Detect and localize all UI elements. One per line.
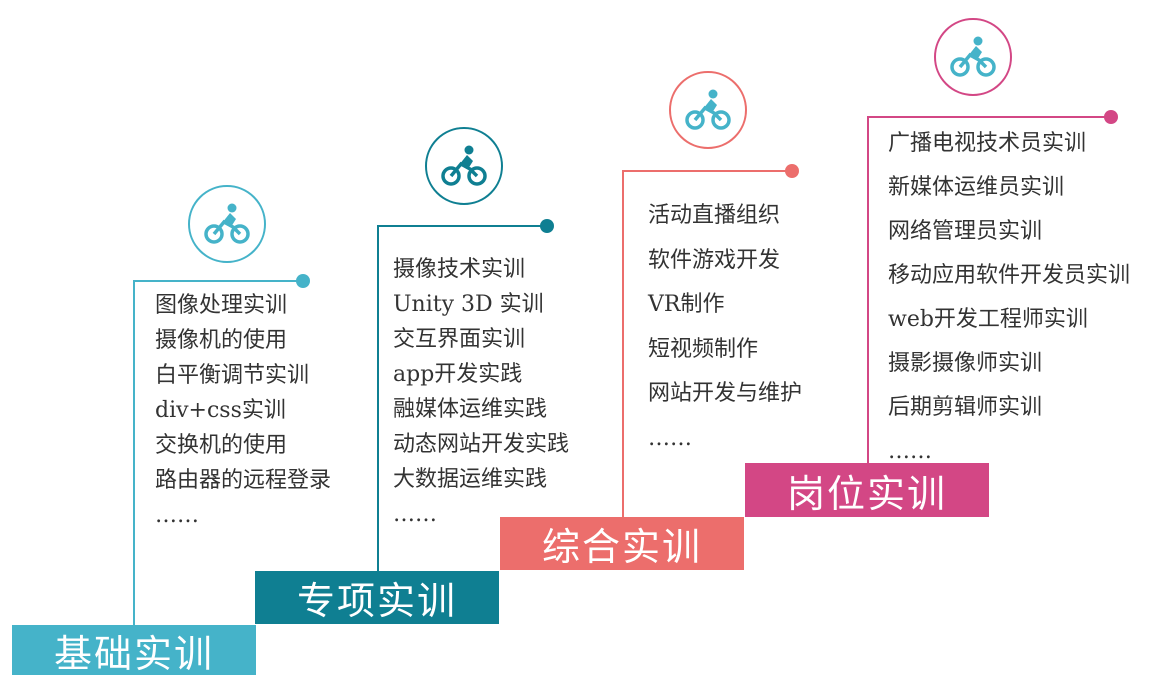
list-item: ……: [155, 503, 199, 528]
list-item: 短视频制作: [648, 336, 759, 362]
list-item: ……: [888, 439, 932, 464]
stage-item-list: 摄像技术实训 Unity 3D 实训 交互界面实训 app开发实践 融媒体运维实…: [393, 252, 569, 532]
connector-vertical: [133, 281, 135, 626]
stage-item-list: 图像处理实训 摄像机的使用 白平衡调节实训 div+css实训 交换机的使用 路…: [155, 288, 331, 533]
stage-title: 专项实训: [255, 571, 499, 624]
stage-item-list: 广播电视技术员实训 新媒体运维员实训 网络管理员实训 移动应用软件开发员实训 w…: [888, 122, 1130, 474]
connector-horizontal: [622, 170, 792, 172]
connector-dot: [296, 274, 310, 288]
connector-dot: [1104, 110, 1118, 124]
cyclist-icon: [425, 127, 503, 205]
list-item: 交互界面实训: [393, 327, 526, 352]
list-item: 网络管理员实训: [888, 219, 1043, 244]
connector-vertical: [867, 117, 869, 465]
connector-vertical: [622, 171, 624, 519]
stage-title: 基础实训: [12, 625, 256, 676]
stage-title: 综合实训: [500, 517, 744, 570]
connector-dot: [785, 164, 799, 178]
list-item: 移动应用软件开发员实训: [888, 263, 1131, 288]
list-item: ……: [393, 502, 437, 527]
list-item: 摄影摄像师实训: [888, 351, 1043, 376]
list-item: 后期剪辑师实训: [888, 395, 1043, 420]
list-item: 活动直播组织: [648, 203, 781, 228]
list-item: div+css实训: [155, 398, 286, 423]
list-item: 交换机的使用: [155, 433, 288, 458]
list-item: 白平衡调节实训: [155, 363, 310, 388]
list-item: app开发实践: [393, 362, 523, 387]
list-item: ……: [648, 425, 692, 451]
cyclist-icon: [188, 185, 266, 263]
list-item: 图像处理实训: [155, 293, 288, 318]
stage-title: 岗位实训: [745, 463, 989, 517]
connector-horizontal: [377, 225, 547, 227]
list-item: 新媒体运维员实训: [888, 175, 1065, 200]
list-item: 融媒体运维实践: [393, 397, 548, 422]
list-item: Unity 3D 实训: [393, 292, 544, 317]
connector-horizontal: [867, 116, 1112, 118]
list-item: 网站开发与维护: [648, 381, 803, 407]
list-item: 广播电视技术员实训: [888, 131, 1087, 156]
stage-item-list: 活动直播组织 软件游戏开发 VR制作 短视频制作 网站开发与维护 ……: [648, 194, 802, 462]
list-item: 动态网站开发实践: [393, 432, 570, 457]
connector-dot: [540, 219, 554, 233]
list-item: VR制作: [648, 292, 725, 318]
cyclist-icon: [934, 18, 1012, 96]
list-item: 软件游戏开发: [648, 247, 781, 273]
cyclist-icon: [669, 71, 747, 149]
list-item: 路由器的远程登录: [155, 468, 332, 493]
list-item: 摄像技术实训: [393, 257, 526, 282]
list-item: 大数据运维实践: [393, 467, 548, 492]
connector-horizontal: [133, 280, 303, 282]
connector-vertical: [377, 226, 379, 572]
list-item: web开发工程师实训: [888, 307, 1088, 332]
list-item: 摄像机的使用: [155, 328, 288, 353]
